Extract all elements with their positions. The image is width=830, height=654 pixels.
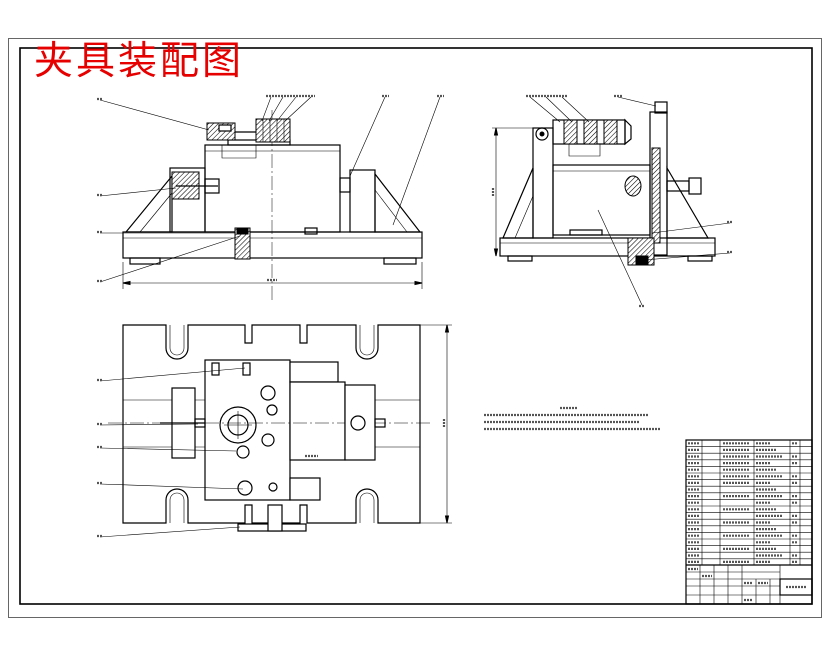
side-leader-line bbox=[651, 222, 731, 234]
front-foot-left bbox=[129, 257, 161, 265]
top-upper-plate bbox=[289, 361, 339, 383]
top-small-hole bbox=[268, 482, 278, 492]
side-leader-line bbox=[561, 96, 590, 123]
front-foot-right bbox=[383, 257, 417, 265]
top-fixture-body bbox=[204, 359, 291, 501]
top-right-screw-bolt bbox=[374, 418, 386, 428]
front-right-gusset-inner bbox=[374, 189, 408, 233]
side-knurled-knob bbox=[624, 175, 642, 197]
top-body-bolt bbox=[211, 362, 220, 376]
top-leader-line bbox=[99, 483, 244, 490]
front-clamp-dimension bbox=[221, 145, 257, 159]
front-locating-pin-head bbox=[236, 227, 249, 235]
side-left-gusset bbox=[502, 167, 534, 239]
top-leader-line bbox=[99, 447, 237, 452]
front-dimension-arrow bbox=[122, 280, 131, 286]
side-view bbox=[491, 94, 733, 308]
top-slot-counterbore bbox=[359, 325, 375, 356]
top-small-hole bbox=[266, 404, 278, 416]
front-clamp-left-nut-slot bbox=[218, 124, 232, 132]
side-pivot-pin bbox=[539, 131, 545, 137]
front-right-screw-tip bbox=[339, 177, 351, 193]
front-leader-line bbox=[99, 187, 177, 197]
top-right-plate bbox=[289, 381, 346, 461]
top-left-screw-nut bbox=[194, 418, 206, 428]
side-dimension-arrow bbox=[493, 127, 499, 136]
top-view bbox=[97, 324, 452, 538]
side-leader-line bbox=[529, 96, 561, 123]
side-clamp-nut-section bbox=[603, 119, 618, 145]
top-slot-counterbore bbox=[169, 492, 185, 523]
side-clamp-dimension bbox=[568, 144, 601, 157]
side-leader-line bbox=[617, 96, 657, 107]
side-right-gusset bbox=[666, 165, 710, 239]
top-right-screw-head bbox=[350, 415, 366, 431]
front-right-bracket bbox=[349, 169, 376, 233]
top-small-hole bbox=[237, 480, 253, 496]
front-view bbox=[97, 94, 444, 300]
top-slot-counterbore bbox=[169, 325, 185, 356]
side-right-post-section bbox=[651, 147, 661, 244]
technical-notes bbox=[484, 406, 660, 431]
front-leader-line bbox=[261, 96, 272, 122]
side-base-plate bbox=[499, 237, 716, 257]
front-right-gusset bbox=[374, 172, 422, 233]
top-leader-line bbox=[99, 367, 246, 382]
top-body-bolt bbox=[242, 362, 251, 376]
side-clamp-nut-section bbox=[583, 119, 598, 145]
side-foot-right bbox=[687, 255, 713, 262]
top-t-handle-stem bbox=[267, 504, 283, 532]
front-dimension-arrow bbox=[414, 280, 423, 286]
top-leader-line bbox=[99, 423, 199, 426]
side-body-key bbox=[569, 229, 603, 236]
front-left-gusset-inner bbox=[139, 192, 173, 233]
side-handle-top bbox=[654, 101, 668, 114]
front-leader-line bbox=[392, 96, 441, 226]
inner-frame bbox=[19, 47, 813, 605]
side-column bbox=[532, 127, 554, 239]
front-leader-line bbox=[99, 235, 241, 283]
side-clamp-nut-section bbox=[563, 119, 578, 145]
front-small-key bbox=[304, 227, 318, 235]
top-dimension-arrow bbox=[444, 324, 450, 333]
front-clamp-right-stack bbox=[255, 118, 291, 143]
side-foot-left bbox=[507, 255, 533, 262]
side-clamp-tip bbox=[624, 118, 632, 146]
side-bottom-cap bbox=[635, 255, 649, 266]
top-dimension-arrow bbox=[444, 515, 450, 524]
top-small-hole bbox=[236, 445, 250, 459]
side-right-hex-nut bbox=[688, 177, 702, 195]
side-leader-line bbox=[545, 96, 573, 123]
front-leader-line bbox=[276, 96, 297, 122]
top-main-bushing bbox=[219, 406, 257, 444]
side-leader-line bbox=[597, 209, 643, 306]
title-block bbox=[685, 439, 813, 605]
side-pivot bbox=[535, 127, 549, 141]
front-leader-line bbox=[268, 96, 284, 122]
front-leader-line bbox=[284, 96, 312, 122]
side-fixture-body bbox=[552, 164, 651, 236]
front-base-plate bbox=[122, 231, 423, 259]
title-block-frame bbox=[685, 439, 813, 605]
top-lower-plate bbox=[289, 477, 321, 501]
side-leader-line bbox=[643, 252, 731, 261]
top-small-hole bbox=[260, 385, 276, 401]
top-leader-line bbox=[99, 526, 241, 538]
top-small-hole bbox=[261, 433, 275, 447]
outer-frame bbox=[8, 38, 822, 618]
side-dimension-arrow bbox=[493, 248, 499, 257]
front-leader-line bbox=[349, 96, 386, 177]
drawing-title: 夹具装配图 bbox=[34, 39, 244, 84]
front-leader-line bbox=[99, 99, 210, 131]
front-left-gusset bbox=[124, 174, 173, 233]
top-right-block bbox=[344, 384, 376, 461]
top-slot-counterbore bbox=[359, 492, 375, 523]
side-left-gusset-inner bbox=[514, 195, 534, 239]
